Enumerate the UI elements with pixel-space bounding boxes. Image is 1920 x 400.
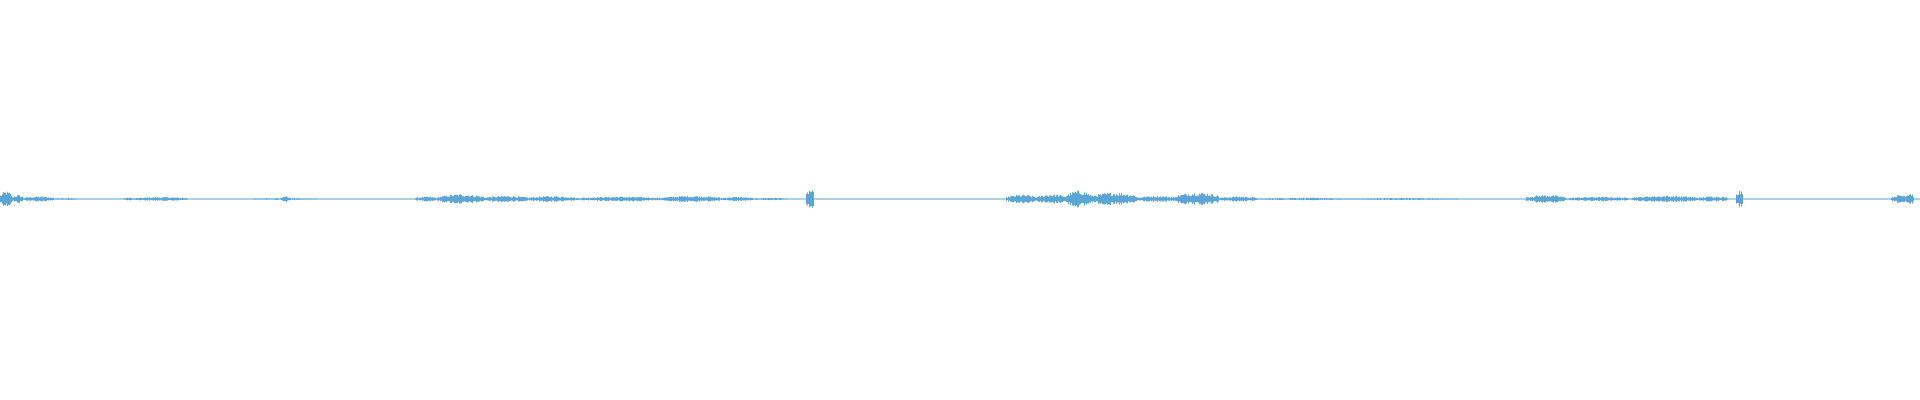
- waveform-bars: [0, 190, 1914, 208]
